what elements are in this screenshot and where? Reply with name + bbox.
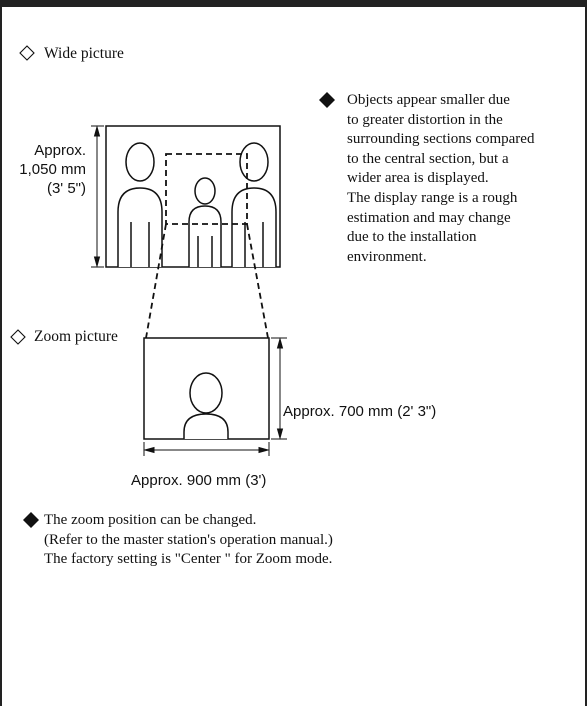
note-line: surrounding sections compared	[347, 131, 535, 148]
person-icon-zoom	[183, 372, 229, 439]
note-line: Objects appear smaller due	[347, 92, 510, 108]
filled-diamond-icon	[23, 512, 39, 528]
zoom-width-label: Approx. 900 mm (3')	[131, 472, 267, 489]
note-line: environment.	[347, 248, 427, 265]
zoom-width-dimension	[143, 442, 270, 456]
person-icon-center	[188, 177, 222, 267]
person-icon-right	[231, 142, 277, 267]
note-line: to greater distortion in the	[347, 111, 503, 128]
zoom-height-label: Approx. 700 mm (2' 3")	[283, 403, 437, 420]
note-line: due to the installation	[347, 229, 477, 246]
wide-height-label-line: Approx.	[34, 142, 86, 159]
wide-height-dimension	[91, 125, 104, 268]
open-diamond-icon	[19, 45, 35, 61]
note-line: The display range is a rough	[347, 189, 518, 206]
wide-height-label-line: (3' 5")	[46, 180, 86, 197]
note-line: wider area is displayed.	[347, 170, 489, 187]
zoom-picture-note: The zoom position can be changed. (Refer…	[44, 511, 333, 570]
person-icon-left	[117, 142, 163, 267]
wide-height-label: Approx. 1,050 mm (3' 5")	[0, 141, 86, 198]
note-line: The zoom position can be changed.	[44, 512, 257, 528]
wide-picture-note: Objects appear smaller due to greater di…	[347, 91, 534, 267]
wide-picture-title: Wide picture	[44, 45, 124, 62]
open-diamond-icon	[10, 329, 26, 345]
zoom-picture-title: Zoom picture	[34, 328, 118, 345]
note-line: estimation and may change	[347, 209, 511, 226]
zoom-region-dashed	[145, 153, 269, 339]
filled-diamond-icon	[319, 92, 335, 108]
note-line: The factory setting is "Center " for Zoo…	[44, 551, 333, 568]
note-line: (Refer to the master station's operation…	[44, 531, 333, 548]
zoom-height-dimension	[271, 337, 287, 440]
note-line: to the central section, but a	[347, 150, 509, 167]
wide-height-label-line: 1,050 mm	[19, 161, 86, 178]
